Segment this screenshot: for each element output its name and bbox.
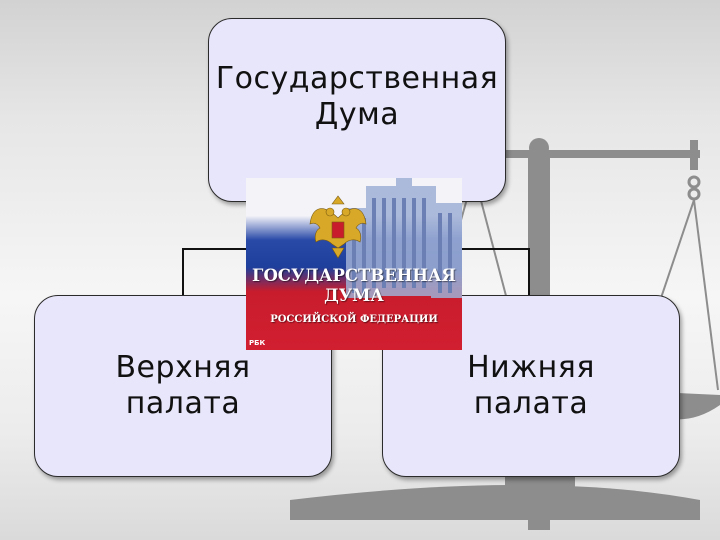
node-lower-chamber-label: Нижняя палата [467, 350, 595, 421]
double-headed-eagle-icon [309, 195, 367, 259]
node-upper-chamber-label: Верхняя палата [115, 350, 251, 421]
emblem-corner-mark: РБК [249, 339, 266, 347]
emblem-title: ГОСУДАРСТВЕННАЯ ДУМА [252, 266, 456, 305]
node-state-duma-label: Государственная Дума [215, 61, 499, 132]
state-duma-emblem-image: ГОСУДАРСТВЕННАЯ ДУМА РОССИЙСКОЙ ФЕДЕРАЦИ… [246, 178, 462, 350]
emblem-subtitle: РОССИЙСКОЙ ФЕДЕРАЦИИ [270, 314, 438, 325]
node-state-duma: Государственная Дума [208, 18, 506, 202]
duma-building-graphic [309, 178, 462, 298]
